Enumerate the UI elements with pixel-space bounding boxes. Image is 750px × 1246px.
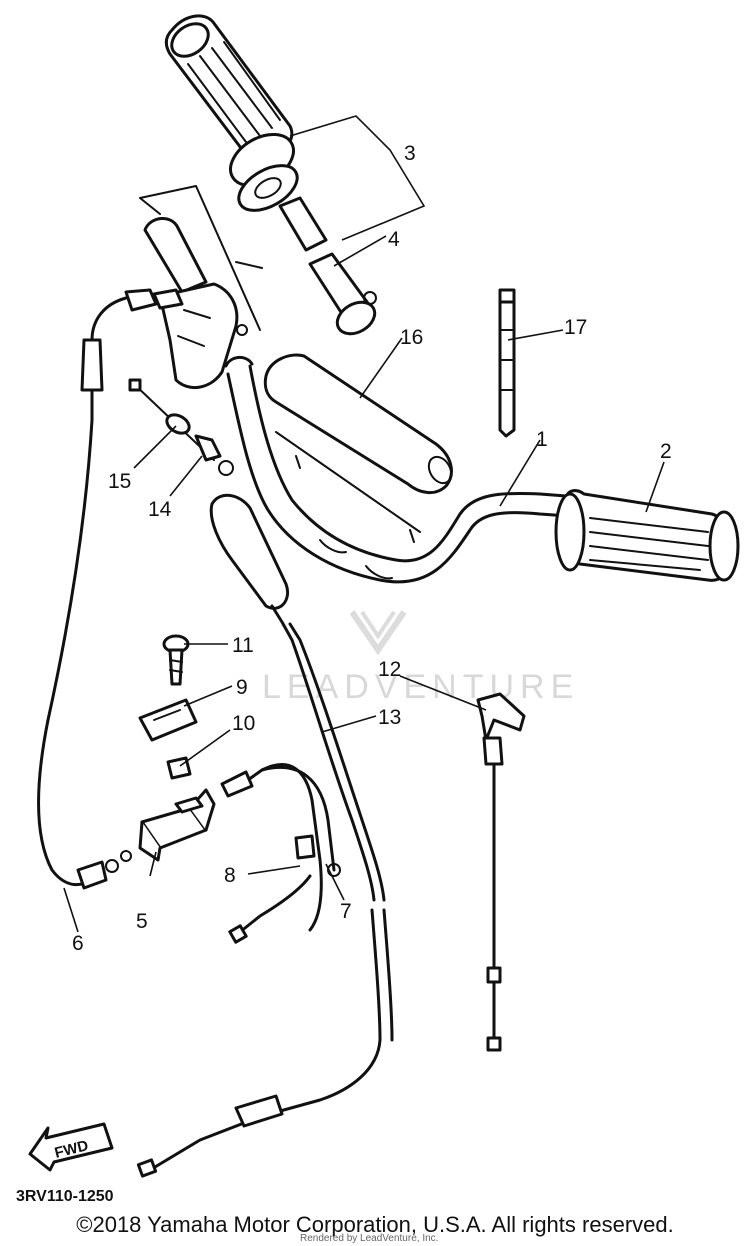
left-grip (164, 14, 299, 212)
diagram-code: 3RV110-1250 (16, 1188, 114, 1205)
callout-9: 9 (236, 676, 248, 699)
callout-13: 13 (378, 706, 401, 729)
starter-switch (138, 788, 216, 862)
callout-5: 5 (136, 910, 148, 933)
starter-cable (37, 288, 184, 890)
cable-tie (498, 288, 516, 438)
callout-14: 14 (148, 498, 172, 521)
callout-7: 7 (340, 900, 352, 923)
left-switch-housing (139, 185, 263, 389)
callout-3: 3 (404, 142, 416, 165)
callout-17: 17 (564, 316, 587, 339)
callout-2: 2 (660, 440, 672, 463)
handlebar-pad (263, 353, 453, 543)
callout-15: 15 (108, 470, 131, 493)
rendered-by-credit: Rendered by LeadVenture, Inc. (300, 1233, 439, 1244)
front-brake-cable (476, 692, 526, 1052)
callout-4: 4 (388, 228, 400, 251)
callout-16: 16 (400, 326, 423, 349)
watermark-text: LEADVENTURE (262, 668, 579, 706)
leader-lines (63, 115, 665, 933)
callout-11: 11 (232, 634, 254, 657)
callout-12: 12 (378, 658, 401, 681)
wire-harness (220, 763, 341, 944)
handlebar (224, 356, 570, 584)
switch-bracket (138, 698, 198, 742)
callout-6: 6 (72, 932, 84, 955)
throttle-cable (136, 493, 394, 1178)
callout-10: 10 (232, 712, 255, 735)
callouts: 1 2 3 4 5 6 7 8 9 10 11 12 13 14 15 16 1… (72, 142, 672, 955)
cable-adjuster (128, 378, 234, 476)
callout-8: 8 (224, 864, 236, 887)
fwd-arrow: FWD (28, 1122, 114, 1172)
copyright-notice: ©2018 Yamaha Motor Corporation, U.S.A. A… (76, 1212, 674, 1237)
throttle-tube (278, 196, 377, 336)
right-grip (554, 489, 740, 582)
callout-1: 1 (536, 428, 548, 451)
